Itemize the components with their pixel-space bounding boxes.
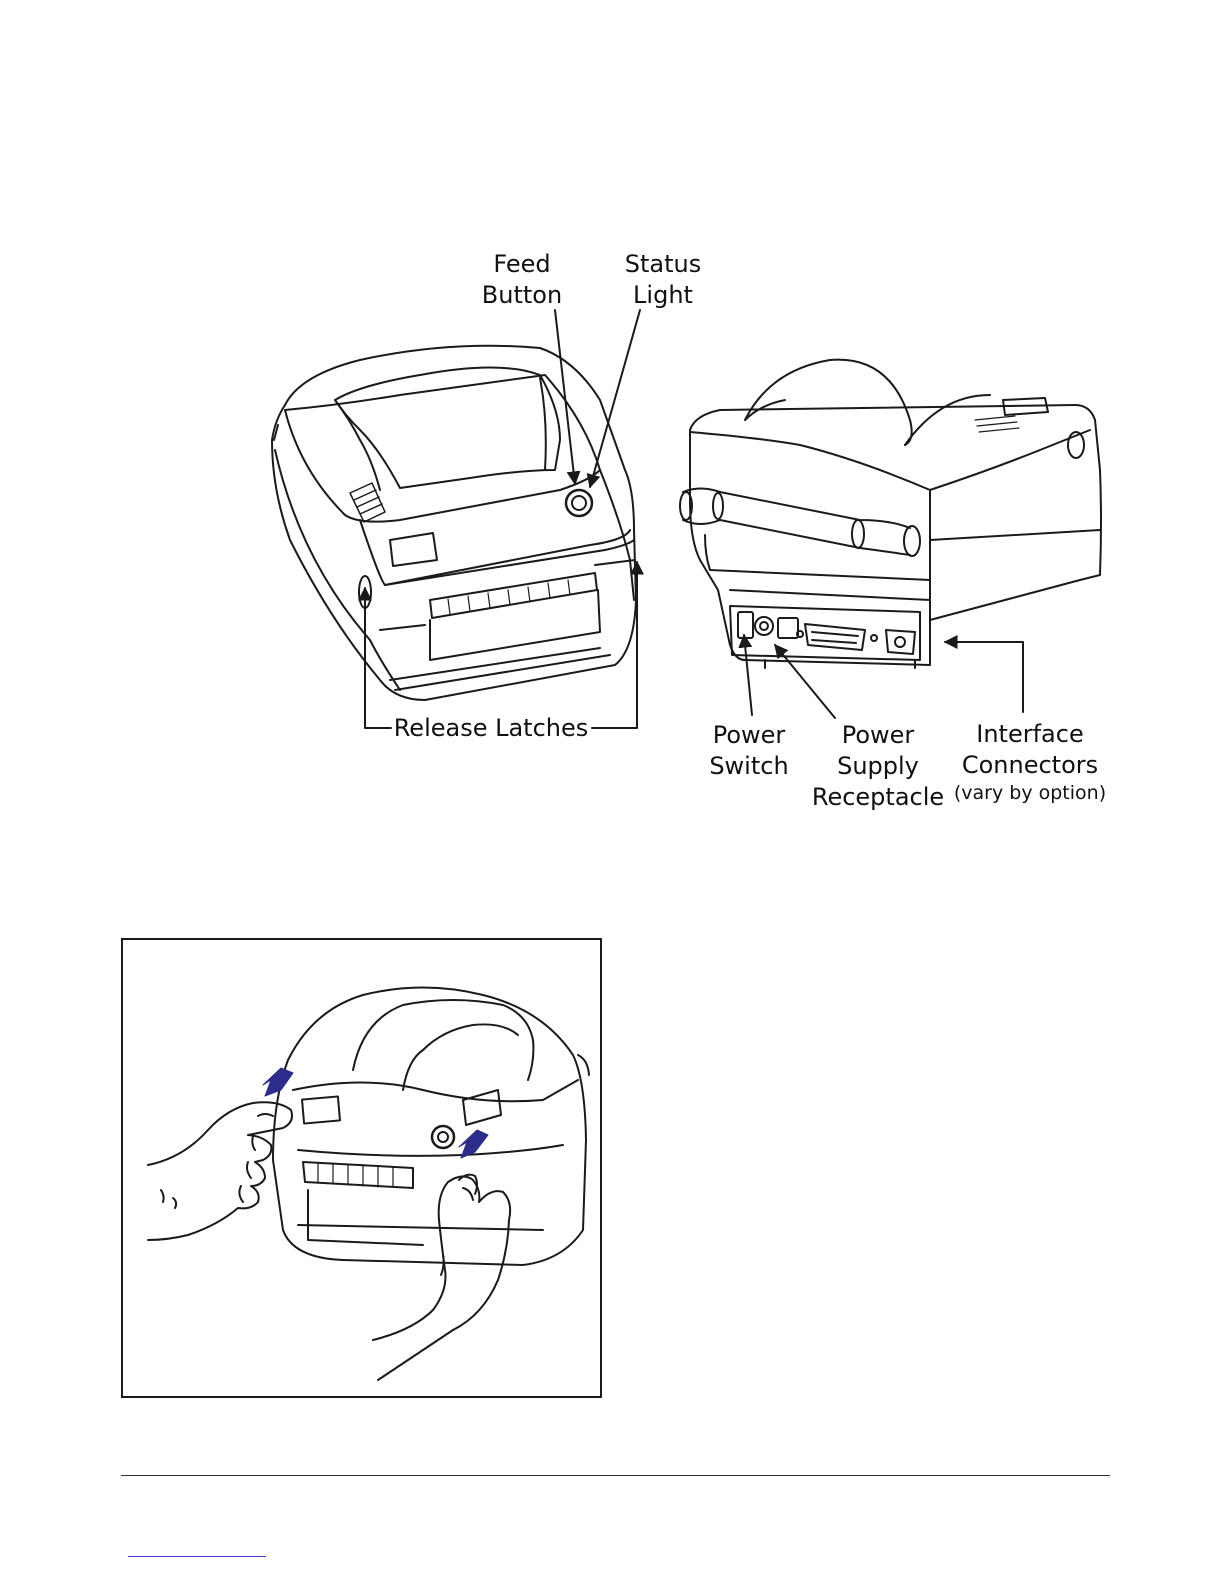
press-arrows — [263, 1068, 488, 1158]
front-printer-drawing — [272, 346, 636, 700]
right-hand — [373, 1175, 510, 1380]
release-latches-label: Release Latches — [393, 713, 589, 744]
printer-in-hands — [273, 988, 589, 1266]
open-printer-drawing — [123, 940, 600, 1396]
interface-note: (vary by option) — [950, 781, 1110, 805]
open-printer-figure — [121, 938, 602, 1398]
left-hand — [148, 1102, 292, 1240]
status-light-label: Status Light — [610, 249, 716, 311]
interface-connectors-label: Interface Connectors (vary by option) — [950, 719, 1110, 805]
power-switch-label: Power Switch — [700, 720, 798, 782]
rear-printer-drawing — [680, 360, 1101, 668]
footer-link-underline[interactable] — [128, 1556, 266, 1557]
footer-rule — [121, 1475, 1110, 1476]
power-supply-receptacle-label: Power Supply Receptacle — [808, 720, 948, 813]
feed-button-label: Feed Button — [470, 249, 574, 311]
